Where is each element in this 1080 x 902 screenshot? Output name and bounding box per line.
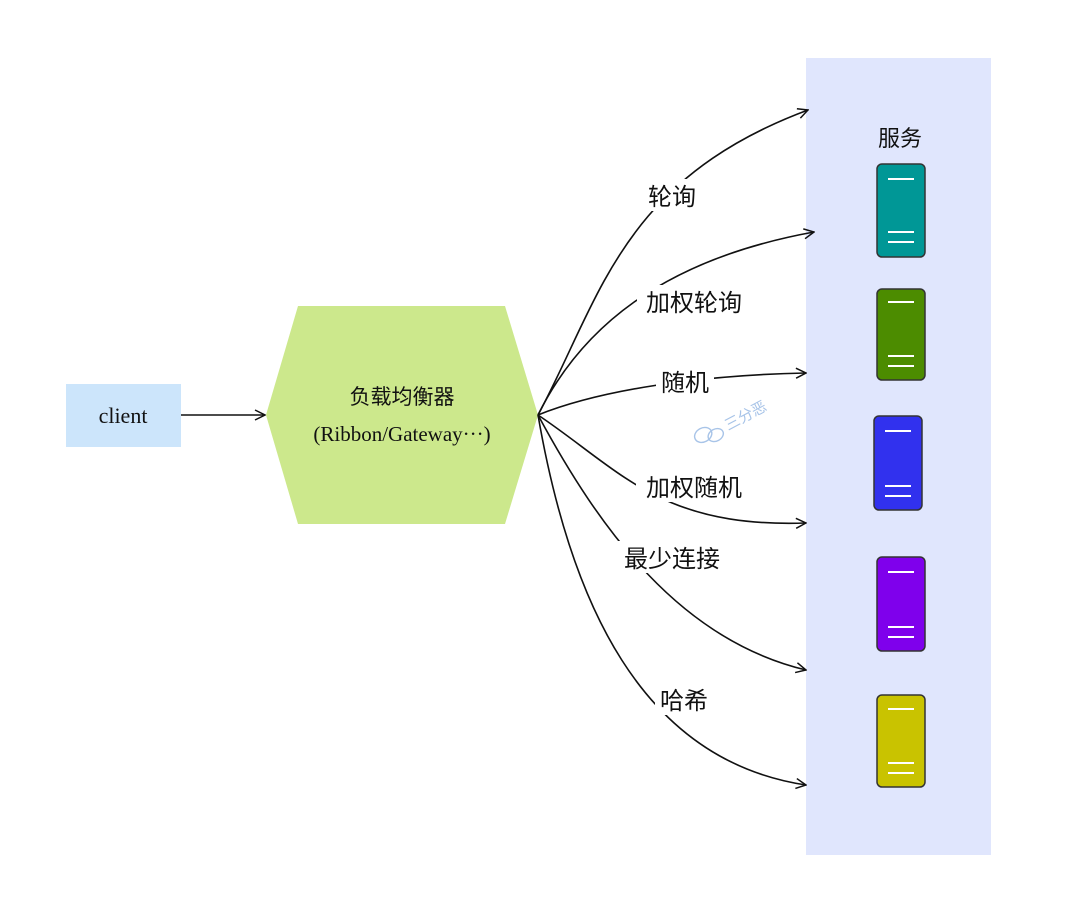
strategy-label-round-robin: 轮询 (643, 179, 701, 211)
strategy-label-text: 随机 (661, 369, 709, 397)
server-icon (876, 163, 926, 258)
server-5 (876, 694, 926, 788)
arrow-hash (537, 414, 806, 785)
server-1 (876, 163, 926, 258)
server-4 (876, 556, 926, 652)
wechat-icon (693, 426, 725, 444)
watermark: 三分恶 (693, 397, 770, 444)
server-icon (876, 556, 926, 652)
server-icon (876, 694, 926, 788)
load-balancer-title: 负载均衡器 (350, 385, 455, 409)
strategy-label-text: 最少连接 (624, 545, 720, 573)
server-3 (873, 415, 923, 511)
arrow-weighted-random (537, 414, 806, 523)
arrow-round-robin (537, 110, 808, 416)
services-title: 服务 (878, 127, 922, 152)
load-balancer-hexagon (266, 306, 538, 524)
strategy-label-text: 加权随机 (646, 474, 742, 502)
arrow-weighted-round-robin (537, 232, 814, 416)
strategy-label-weighted-round-robin: 加权轮询 (637, 285, 751, 317)
strategy-label-weighted-random: 加权随机 (636, 470, 752, 502)
server-icon (873, 415, 923, 511)
strategy-label-least-connections: 最少连接 (614, 541, 730, 573)
server-2 (876, 288, 926, 381)
strategy-label-text: 哈希 (660, 687, 708, 715)
load-balancer-subtitle: (Ribbon/Gateway···) (313, 422, 490, 446)
strategy-label-hash: 哈希 (655, 683, 713, 715)
strategy-label-random: 随机 (656, 365, 714, 397)
server-icon (876, 288, 926, 381)
arrow-least-connections (537, 414, 806, 670)
strategy-label-text: 加权轮询 (646, 289, 742, 317)
strategy-label-text: 轮询 (648, 183, 696, 211)
arrow-random (537, 373, 806, 416)
client-box (66, 384, 181, 447)
watermark-text: 三分恶 (722, 397, 770, 434)
client-label: client (99, 403, 148, 428)
